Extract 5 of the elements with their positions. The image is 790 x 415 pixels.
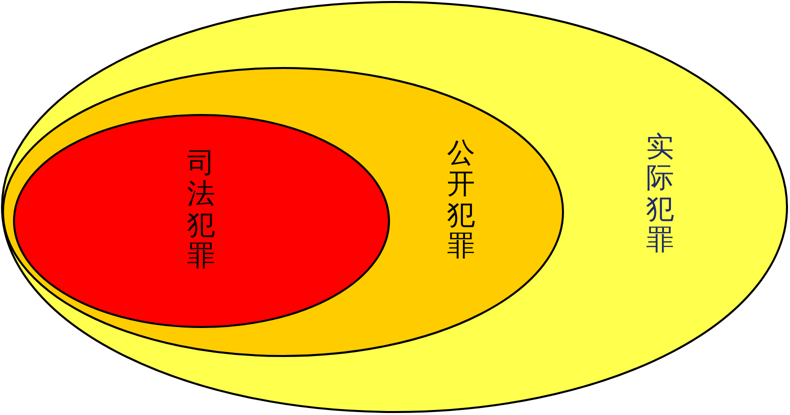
ellipse-region [2, 67, 564, 357]
region-label: 司法犯罪 [186, 147, 216, 271]
ellipse-region [13, 114, 390, 328]
region-label: 实际犯罪 [645, 131, 675, 255]
region-label: 公开犯罪 [446, 137, 476, 261]
